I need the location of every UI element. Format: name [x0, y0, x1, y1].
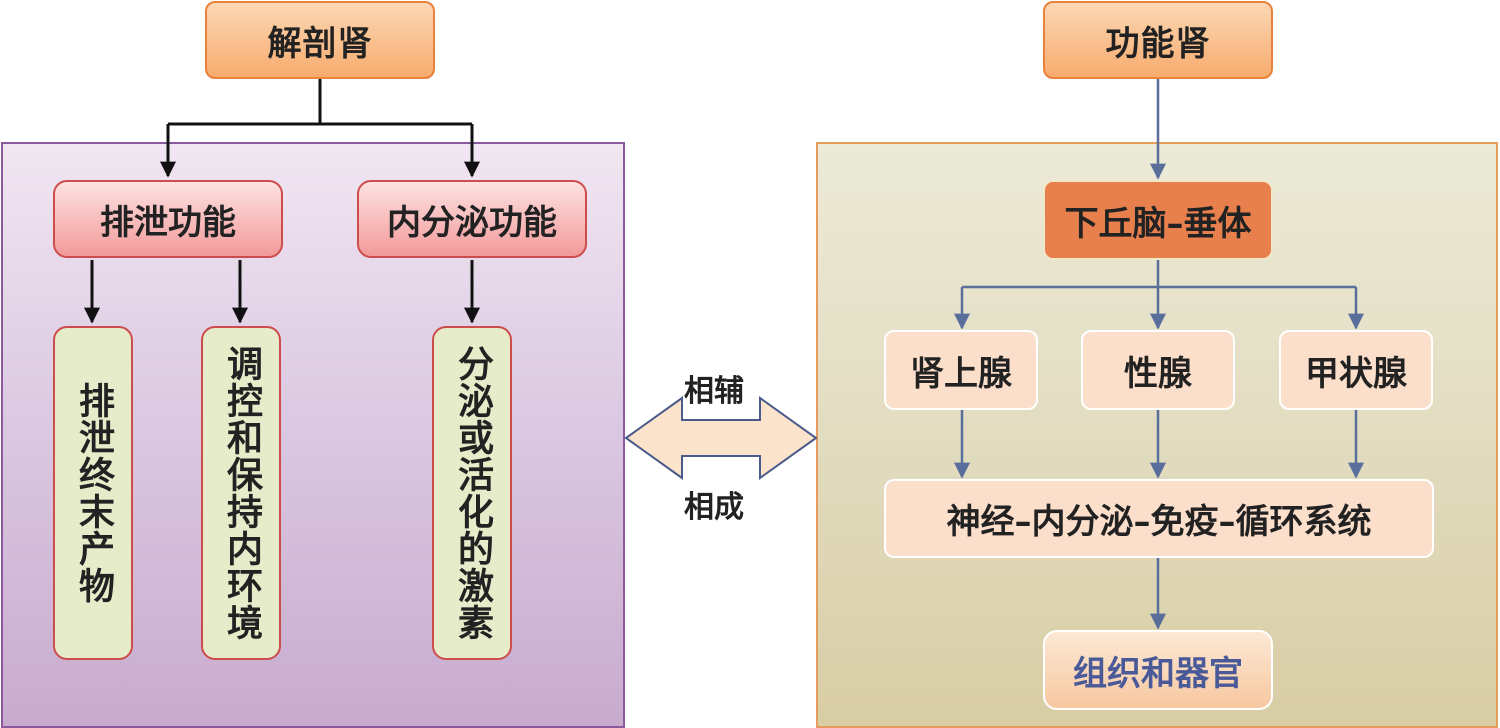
gonad-box: 性腺 [1081, 330, 1235, 410]
anatomical-kidney-box: 解剖肾 [205, 1, 435, 79]
endocrine-function-box: 内分泌功能 [357, 180, 587, 258]
mutual-completion-label: 相成 [684, 490, 744, 525]
functional-kidney-box: 功能肾 [1043, 1, 1273, 79]
thyroid-box: 甲状腺 [1279, 330, 1433, 410]
mutual-double-arrow [624, 396, 818, 480]
secreted-hormones-box: 分泌或活化的激素 [432, 326, 512, 660]
right-blue-connectors [954, 79, 1364, 630]
excretion-function-box: 排泄功能 [53, 180, 283, 258]
hypothalamus-pituitary-box: 下丘脑–垂体 [1043, 180, 1273, 260]
complement-label: 相辅 [684, 374, 744, 409]
tissues-organs-box: 组织和器官 [1043, 630, 1273, 710]
neuro-endocrine-immune-circulatory-box: 神经–内分泌–免疫–循环系统 [884, 479, 1434, 558]
adrenal-box: 肾上腺 [884, 330, 1038, 410]
regulate-internal-environment-box: 调控和保持内环境 [201, 326, 281, 660]
excrete-end-products-box: 排泄终末产物 [53, 326, 133, 660]
left-black-connectors [84, 79, 480, 324]
